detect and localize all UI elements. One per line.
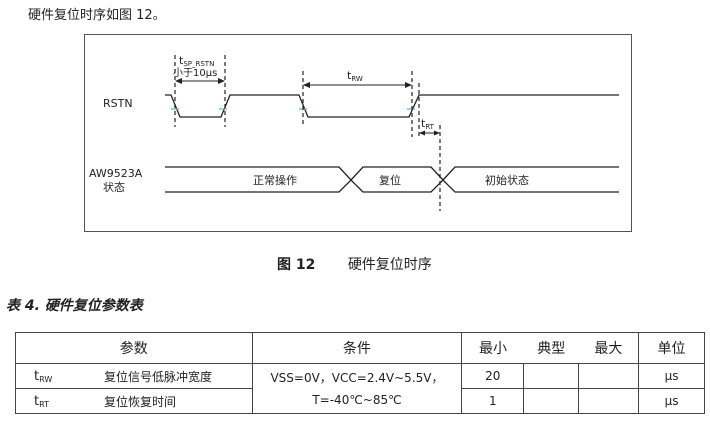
signal-label-chip: AW9523A [89, 167, 143, 180]
param-desc: 复位信号低脉冲宽度 [104, 369, 213, 384]
header-min: 最小 [461, 332, 524, 364]
arrow-head [303, 82, 310, 88]
parameter-table: 参数 条件 最小 典型 最大 单位 tRW 复位信号低脉冲宽度 VSS=0V，V… [15, 332, 705, 414]
header-max: 最大 [578, 332, 640, 364]
unit-cell: μs [638, 363, 705, 389]
min-cell: 1 [461, 388, 525, 414]
state-bus-bottom [165, 179, 619, 193]
param-cell: tRT 复位恢复时间 [15, 388, 253, 414]
param-symbol: tRW [34, 368, 53, 384]
max-cell [578, 363, 640, 389]
intro-text: 硬件复位时序如图 12。 [28, 8, 166, 23]
table-header-row: 参数 条件 最小 典型 最大 单位 [15, 332, 705, 364]
typ-cell [523, 363, 580, 389]
state-bus-top [165, 166, 619, 181]
arrow-head [419, 130, 425, 136]
figure-caption: 图 12 硬件复位时序 [277, 254, 432, 274]
arrow-head [434, 130, 440, 136]
timing-diagram: RSTN AW9523A 状态 tSP_RSTN 小于10μs [84, 34, 632, 232]
rstn-waveform [165, 94, 619, 118]
header-unit: 单位 [638, 332, 705, 364]
state-normal: 正常操作 [253, 173, 297, 187]
param-symbol: tRT [34, 393, 49, 409]
signal-label-rstn: RSTN [103, 97, 133, 110]
header-param: 参数 [15, 332, 253, 364]
figure-number: 图 12 [277, 257, 316, 273]
unit-cell: μs [638, 388, 705, 414]
trw-label: tRW [347, 69, 363, 83]
tsp-note: 小于10μs [173, 67, 217, 79]
figure-title: 硬件复位时序 [347, 257, 432, 273]
condition-cell: VSS=0V，VCC=2.4V~5.5V， T=-40℃~85℃ [251, 363, 463, 414]
condition-line-1: VSS=0V，VCC=2.4V~5.5V， [270, 370, 444, 385]
header-typ: 典型 [523, 332, 579, 364]
table-row: tRW 复位信号低脉冲宽度 VSS=0V，VCC=2.4V~5.5V， T=-4… [15, 363, 705, 414]
signal-label-chip-state: 状态 [103, 180, 125, 194]
param-desc: 复位恢复时间 [104, 394, 177, 409]
state-reset: 复位 [379, 173, 401, 187]
header-condition: 条件 [251, 332, 463, 364]
table-title: 表 4. 硬件复位参数表 [6, 298, 143, 314]
timing-diagram-svg: RSTN AW9523A 状态 tSP_RSTN 小于10μs [89, 54, 619, 211]
param-cell: tRW 复位信号低脉冲宽度 [15, 363, 253, 389]
trt-label: tRT [421, 117, 435, 131]
arrow-head [175, 78, 182, 84]
table-row: tRT 复位恢复时间 1 μs [15, 388, 705, 414]
condition-line-2: T=-40℃~85℃ [312, 392, 402, 407]
tsp-label: tSP_RSTN [179, 54, 214, 68]
min-cell: 20 [461, 363, 525, 389]
typ-cell [523, 388, 580, 414]
arrow-head [405, 82, 412, 88]
max-cell [578, 388, 640, 414]
state-init: 初始状态 [485, 173, 529, 187]
arrow-head [218, 78, 225, 84]
